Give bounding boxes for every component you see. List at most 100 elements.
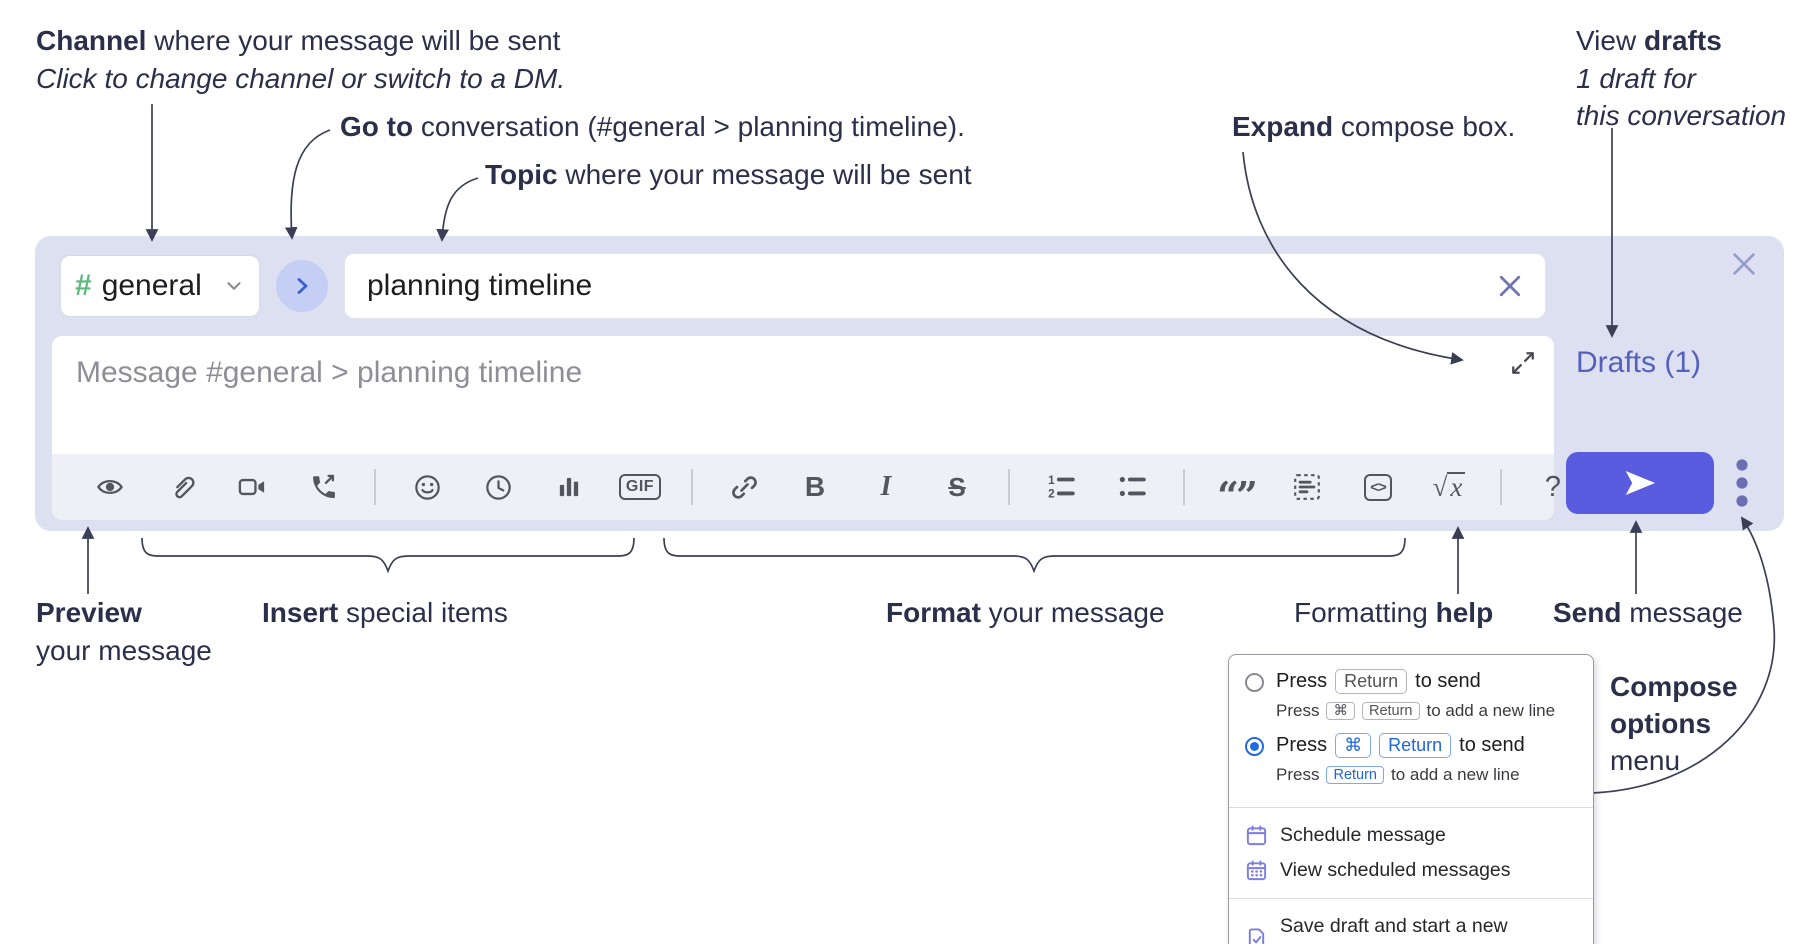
compose-options-annotation-bold1: Compose [1610, 671, 1738, 702]
send-button[interactable] [1566, 452, 1714, 514]
attach-button[interactable] [157, 463, 205, 511]
topic-annotation-rest: where your message will be sent [557, 159, 972, 190]
code-block-button[interactable] [1283, 463, 1331, 511]
menu-separator [1229, 807, 1593, 808]
topic-clear-button[interactable] [1495, 271, 1545, 301]
emoji-icon [414, 474, 440, 500]
toolbar-divider [1500, 469, 1502, 505]
gif-button[interactable]: GIF [616, 463, 664, 511]
go-to-conversation-button[interactable] [276, 260, 328, 312]
code-block-icon [1294, 474, 1320, 500]
italic-icon: I [880, 471, 892, 502]
eye-icon [97, 479, 123, 495]
expand-annotation-bold: Expand [1232, 111, 1334, 142]
drafts-annotation-bold: drafts [1643, 25, 1722, 56]
toolbar-divider [374, 469, 376, 505]
call-button[interactable] [299, 463, 347, 511]
menu-item-schedule-message[interactable]: Schedule message [1229, 818, 1593, 853]
link-button[interactable] [720, 463, 768, 511]
close-icon [1733, 253, 1755, 275]
sub-suffix-label: to add a new line [1391, 765, 1520, 784]
video-button[interactable] [228, 463, 276, 511]
topic-annotation-bold: Topic [485, 159, 558, 190]
preview-button[interactable] [86, 463, 134, 511]
insert-annotation: Insert special items [262, 596, 508, 630]
code-button[interactable]: <> [1354, 463, 1402, 511]
formula-icon: √x [1433, 471, 1466, 503]
poll-button[interactable] [545, 463, 593, 511]
menu-item-label: Save draft and start a new message [1280, 915, 1508, 944]
option-subline: Press ⌘ Return to add a new line [1276, 701, 1555, 721]
bold-button[interactable]: B [791, 463, 839, 511]
option-text: Press ⌘ Return to send Press Return to a… [1276, 733, 1525, 797]
calendar-icon [1245, 824, 1268, 847]
formatting-help-button[interactable]: ? [1529, 463, 1577, 511]
topic-input[interactable] [345, 254, 1495, 318]
option-line: Press Return to send [1276, 669, 1555, 694]
emoji-button[interactable] [403, 463, 451, 511]
expand-annotation: Expand compose box. [1232, 110, 1515, 144]
toolbar-divider [1008, 469, 1010, 505]
brace-insert [141, 537, 635, 574]
radio-selected[interactable] [1245, 737, 1264, 756]
bullet-list-button[interactable] [1108, 463, 1156, 511]
phone-call-icon [313, 474, 335, 499]
cmd-key: ⌘ [1335, 733, 1372, 758]
channel-annotation: Channel where your message will be sent [36, 24, 560, 58]
strikethrough-button[interactable]: S [933, 463, 981, 511]
insert-annotation-bold: Insert [262, 597, 339, 628]
return-key: Return [1326, 766, 1384, 784]
compose-box: # general [35, 236, 1784, 531]
option-suffix-label: to send [1459, 734, 1525, 756]
compose-options-annotation-line3: menu [1610, 745, 1681, 776]
bullet-list-icon [1119, 476, 1146, 496]
send-annotation-bold: Send [1553, 597, 1622, 628]
bold-icon: B [804, 471, 826, 502]
blockquote-button[interactable]: “” [1212, 463, 1260, 518]
send-annotation-rest: message [1621, 597, 1743, 628]
compose-options-annotation-line2: options [1610, 707, 1711, 741]
message-input[interactable] [52, 336, 1554, 454]
compose-options-button[interactable] [1730, 454, 1754, 512]
close-icon [1499, 275, 1521, 297]
connector-goto [284, 129, 331, 240]
menu-option-return-to-send[interactable]: Press Return to send Press ⌘ Return to a… [1229, 669, 1593, 733]
radio-unselected[interactable] [1245, 673, 1264, 692]
menu-item-save-draft[interactable]: Save draft and start a new message [1229, 909, 1593, 944]
expand-icon [1512, 352, 1534, 374]
drafts-link[interactable]: Drafts (1) [1576, 346, 1702, 379]
cmd-key: ⌘ [1326, 702, 1355, 720]
paperclip-icon [175, 476, 195, 499]
compose-close-button[interactable] [1728, 248, 1760, 280]
goto-annotation: Go to conversation (#general > planning … [340, 110, 965, 144]
formula-button[interactable]: √x [1425, 463, 1473, 511]
goto-annotation-bold: Go to [340, 111, 414, 142]
send-annotation: Send message [1553, 596, 1743, 630]
drafts-annotation-pre: View [1576, 25, 1644, 56]
calendar-grid-icon [1245, 859, 1268, 882]
option-line: Press ⌘ Return to send [1276, 733, 1525, 758]
return-key: Return [1361, 702, 1420, 720]
document-check-icon [1245, 927, 1268, 944]
expand-compose-button[interactable] [1510, 350, 1536, 376]
sub-press-label: Press [1276, 701, 1320, 720]
svg-text:1: 1 [1048, 474, 1055, 487]
format-annotation: Format your message [886, 596, 1165, 630]
brace-format [663, 537, 1406, 574]
menu-item-view-scheduled[interactable]: View scheduled messages [1229, 853, 1593, 888]
drafts-annotation: View drafts [1576, 24, 1722, 58]
history-button[interactable] [474, 463, 522, 511]
return-key: Return [1379, 733, 1452, 758]
channel-hash-icon: # [75, 269, 92, 302]
channel-selector[interactable]: # general [60, 255, 260, 317]
italic-button[interactable]: I [862, 463, 910, 511]
toolbar-divider [691, 469, 693, 505]
blockquote-icon: “” [1217, 473, 1258, 518]
goto-annotation-rest: conversation (#general > planning timeli… [413, 111, 965, 142]
menu-item-label: View scheduled messages [1280, 859, 1511, 881]
clock-icon [485, 474, 511, 500]
menu-option-cmd-return-to-send[interactable]: Press ⌘ Return to send Press Return to a… [1229, 733, 1593, 797]
bar-chart-icon [559, 477, 579, 497]
